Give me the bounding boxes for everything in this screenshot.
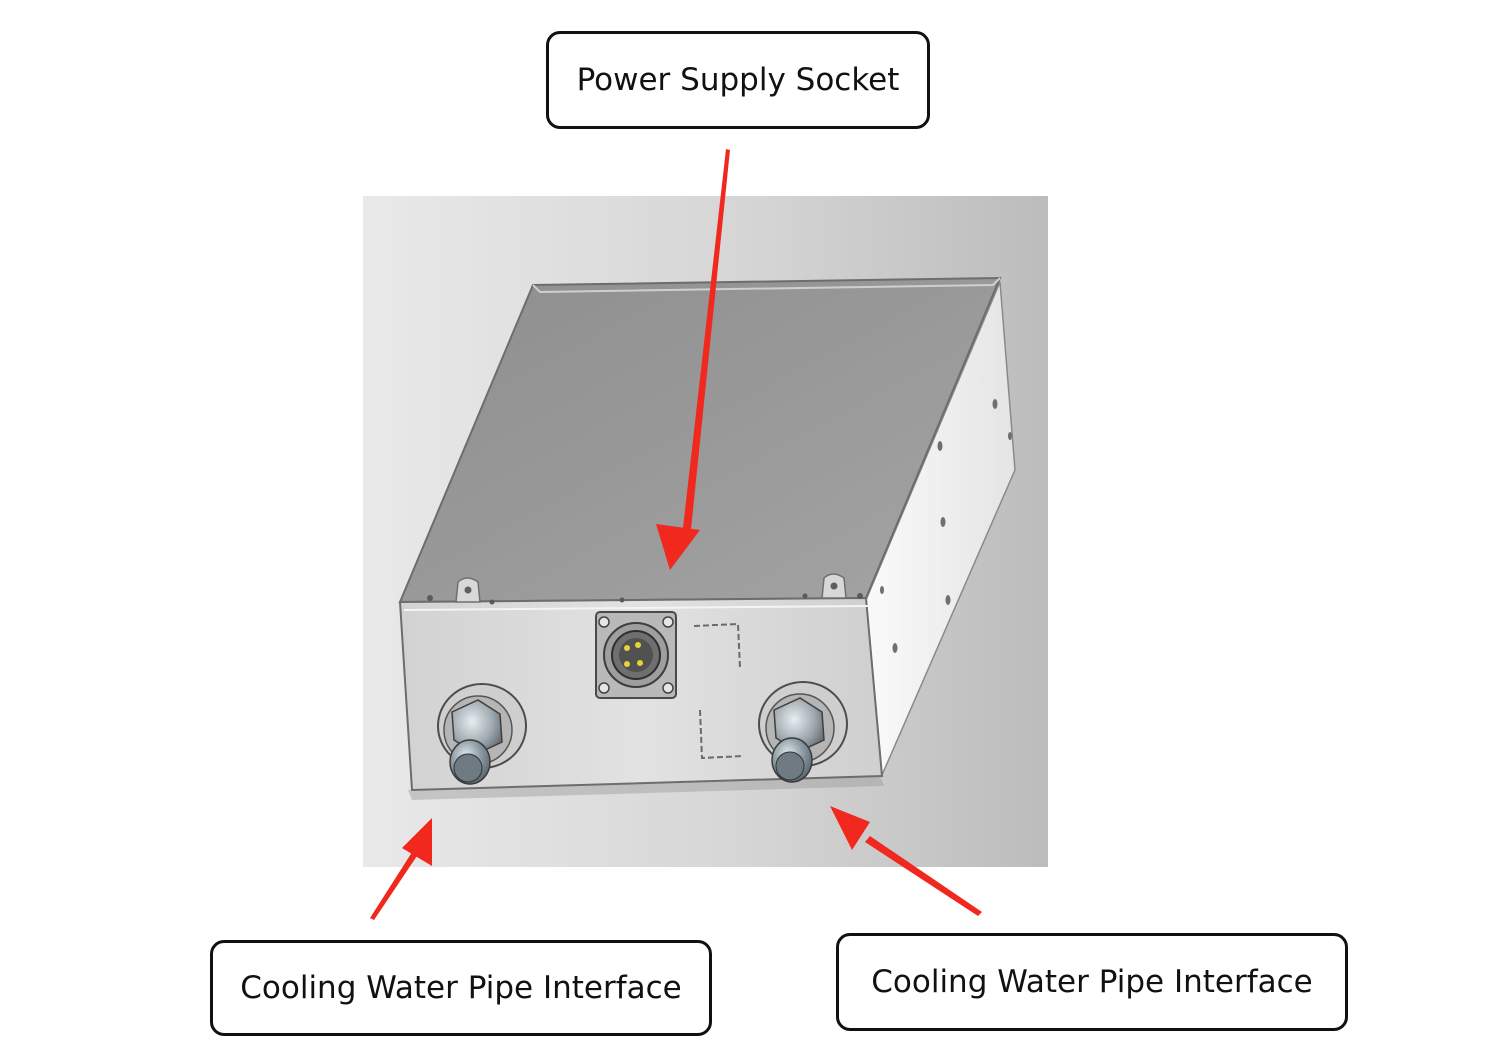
power-supply-socket-callout: Power Supply Socket (546, 31, 930, 129)
top-screws (427, 593, 863, 605)
front-label-outline-top (693, 622, 741, 669)
mounting-tab-left (455, 577, 481, 603)
front-label-outline-bottom (699, 709, 745, 760)
floor-shadow (408, 776, 884, 800)
arrow-pointing-up-to-left-pipe-icon (370, 818, 432, 920)
product-illustration (363, 196, 1048, 867)
mounting-tab-right (821, 573, 847, 599)
arrow-pointing-up-to-right-pipe-icon (830, 806, 982, 916)
front-panel-edge (403, 605, 869, 611)
side-panel-holes (880, 399, 1012, 653)
power-supply-socket (595, 611, 677, 699)
cooling-water-fitting-left (437, 683, 527, 785)
cooling-water-pipe-right-callout: Cooling Water Pipe Interface (836, 933, 1348, 1031)
box-top-lip (532, 277, 1001, 294)
arrow-pointing-down-to-socket-icon (656, 149, 730, 570)
cooling-water-pipe-left-callout: Cooling Water Pipe Interface (210, 940, 712, 1036)
cooling-water-fitting-right (758, 681, 848, 783)
connector-pins (624, 642, 643, 667)
